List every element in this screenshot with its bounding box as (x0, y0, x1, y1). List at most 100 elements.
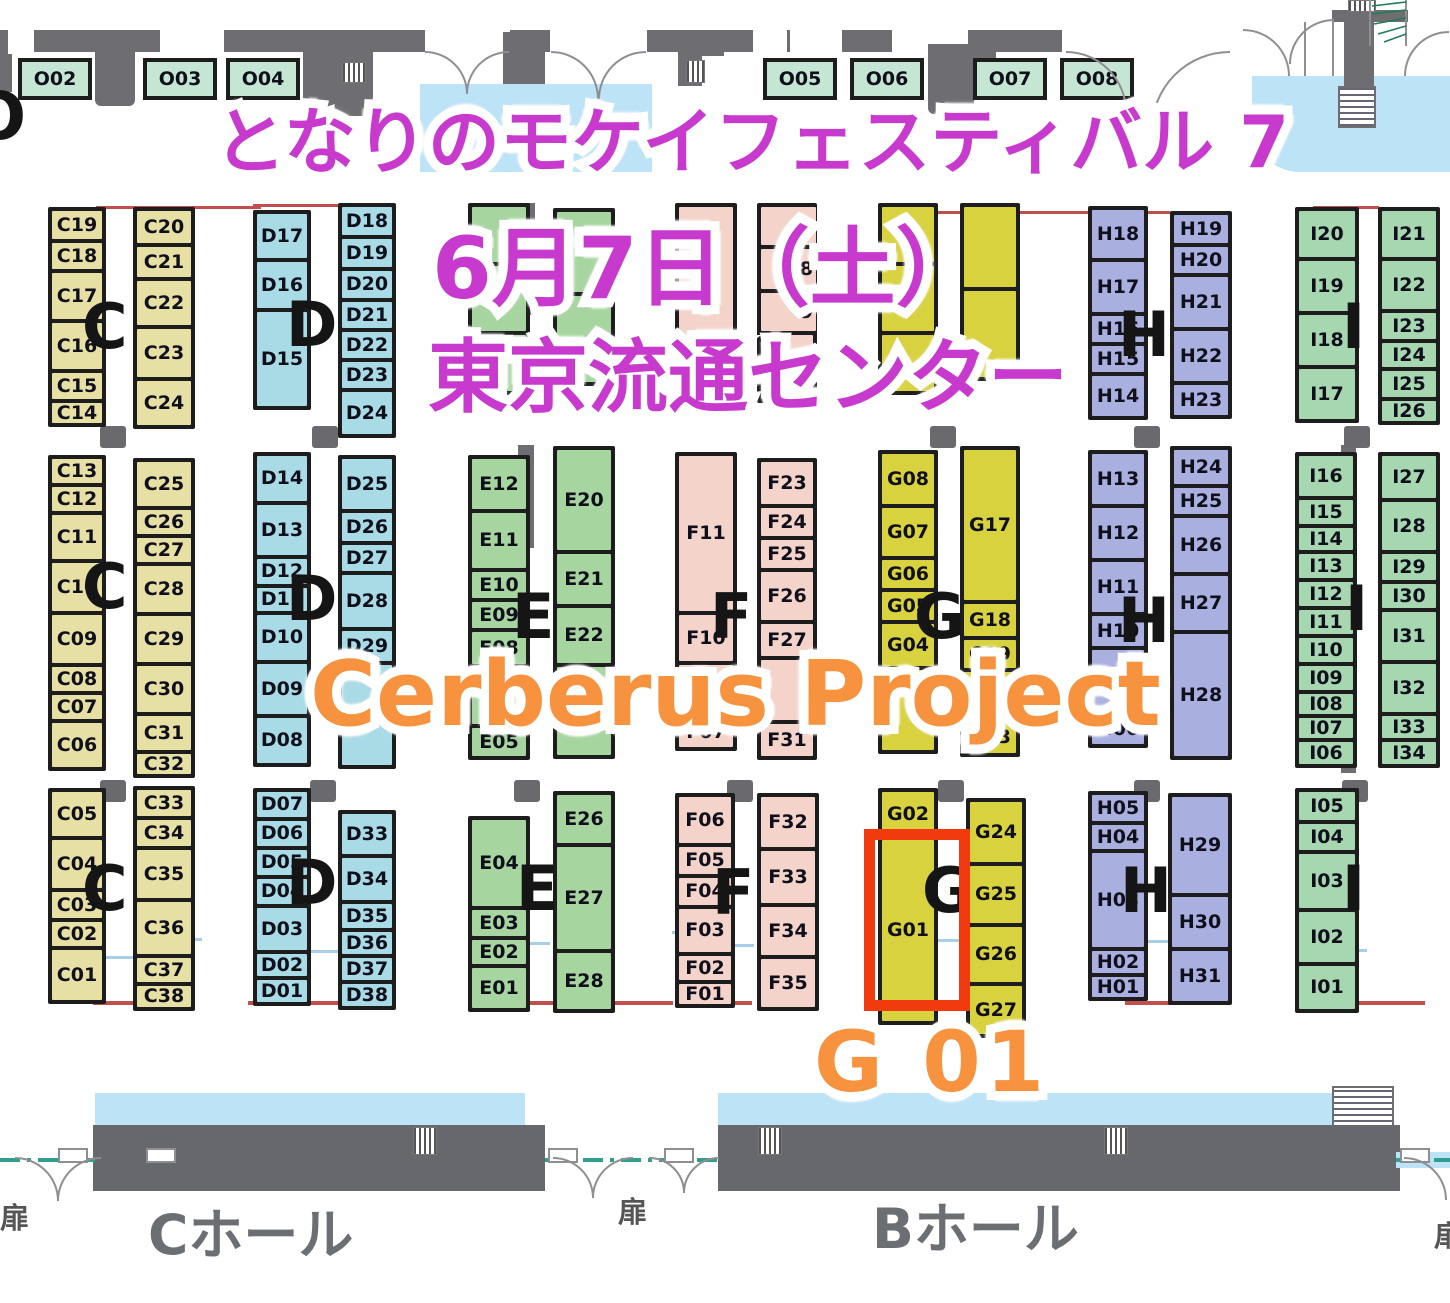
booth-label: I20 (1310, 222, 1344, 245)
booth-label: G08 (886, 467, 930, 490)
booth-d18: D18 (342, 207, 392, 235)
booth-h02: H02 (1092, 951, 1144, 973)
booth-e21: E21 (557, 554, 611, 604)
booth-label: C25 (143, 472, 185, 495)
booth-label: D18 (345, 209, 389, 232)
booth-label: C13 (56, 459, 98, 482)
door-hinge (1400, 1148, 1430, 1163)
block-letter-i: I (1342, 852, 1366, 925)
booth-cell (557, 296, 611, 382)
booth-label: I01 (1310, 976, 1344, 998)
booth-i06: I06 (1299, 742, 1353, 764)
booth-column-g (960, 203, 1020, 381)
door-label-middle: 扉 (618, 1195, 648, 1229)
door-opening (8, 28, 34, 54)
booth-label: O05 (778, 68, 822, 90)
booth-e02: E02 (472, 940, 526, 964)
booth-cell (882, 266, 934, 331)
aisle-line-red (253, 204, 343, 207)
booth-label: D37 (345, 957, 389, 980)
booth-i19: I19 (1299, 261, 1355, 311)
booth-h22: H22 (1174, 331, 1228, 381)
b-hall-label: Bホール (872, 1197, 1079, 1261)
booth-label: G17 (968, 513, 1012, 536)
event-venue-halo: 東京流通センター (419, 329, 1077, 427)
booth-label: H02 (1096, 950, 1140, 973)
booth-d35: D35 (342, 904, 392, 928)
booth-c19: C19 (52, 211, 102, 239)
booth-label: G25 (974, 883, 1018, 905)
booth-g18: G18 (964, 604, 1016, 636)
booth-i31: I31 (1382, 612, 1436, 660)
booth-e10: E10 (472, 572, 526, 598)
booth-label: D34 (345, 867, 389, 890)
booth-d20: D20 (342, 271, 392, 298)
booth-column-g (878, 203, 938, 395)
booth-label: C20 (143, 215, 185, 238)
event-title-text: となりのモケイフェスティバル 7 (214, 100, 1290, 184)
booth-g24: G24 (970, 802, 1022, 862)
booth-label: H16 (1096, 317, 1140, 340)
pillar-stub (938, 780, 964, 802)
booth-label: I16 (1309, 464, 1343, 487)
booth-label: D38 (345, 983, 389, 1006)
aisle-line-blue (1128, 940, 1170, 943)
block-letter-c: C (82, 550, 128, 623)
booth-c27: C27 (137, 538, 191, 562)
booth-f32: F32 (761, 797, 815, 847)
pillar-stub (100, 780, 126, 802)
booth-c29: C29 (137, 616, 191, 662)
block-letter-d: D (286, 846, 338, 919)
booth-label: C35 (143, 862, 185, 885)
booth-label: E09 (479, 603, 519, 626)
booth-c09: C09 (52, 615, 102, 663)
booth-label: H27 (1179, 591, 1223, 614)
booth-h31: H31 (1172, 951, 1228, 1001)
booth-h15: H15 (1092, 346, 1144, 372)
booth-label: H01 (1096, 975, 1140, 998)
booth-label: C16 (56, 334, 98, 357)
booth-label: G23 (968, 725, 1012, 748)
booth-g01: G01 (882, 840, 934, 1021)
stairs-icon (1332, 1086, 1394, 1130)
booth-label: D36 (345, 931, 389, 954)
booth-label: C24 (143, 391, 185, 414)
booth-label: I03 (1310, 869, 1344, 892)
booth-label: H30 (1178, 910, 1222, 933)
booth-e04: E04 (472, 820, 526, 906)
booth-i09: I09 (1299, 666, 1353, 690)
booth-label: I28 (1392, 514, 1426, 537)
booth-h26: H26 (1174, 518, 1228, 572)
booth-label: G01 (886, 919, 930, 941)
booth-label: D08 (260, 729, 304, 751)
pillar-stub (312, 426, 338, 448)
booth-label: C14 (56, 401, 98, 424)
booth-c11: C11 (52, 515, 102, 559)
booth-f04: F04 (679, 878, 731, 905)
booth-label: H22 (1179, 344, 1223, 367)
booth-cell (882, 335, 934, 391)
block-letter-i: I (1345, 572, 1369, 645)
booth-label: O02 (33, 68, 77, 90)
booth-label: I22 (1392, 273, 1426, 296)
booth-label: C26 (143, 510, 185, 533)
booth-d28: D28 (342, 575, 392, 627)
booth-i30: I30 (1382, 584, 1436, 608)
booth-d12: D12 (257, 559, 307, 584)
booth-e28: E28 (557, 953, 611, 1009)
booth-label: I21 (1392, 222, 1426, 245)
booth-label: C01 (56, 963, 98, 986)
booth-c03: C03 (52, 892, 102, 918)
event-date: 6月7日（土） 6月7日（土） (423, 217, 991, 321)
booth-g02: G02 (882, 792, 934, 836)
booth-i32: I32 (1382, 664, 1436, 712)
c-hall-label: Cホール (148, 1203, 354, 1267)
